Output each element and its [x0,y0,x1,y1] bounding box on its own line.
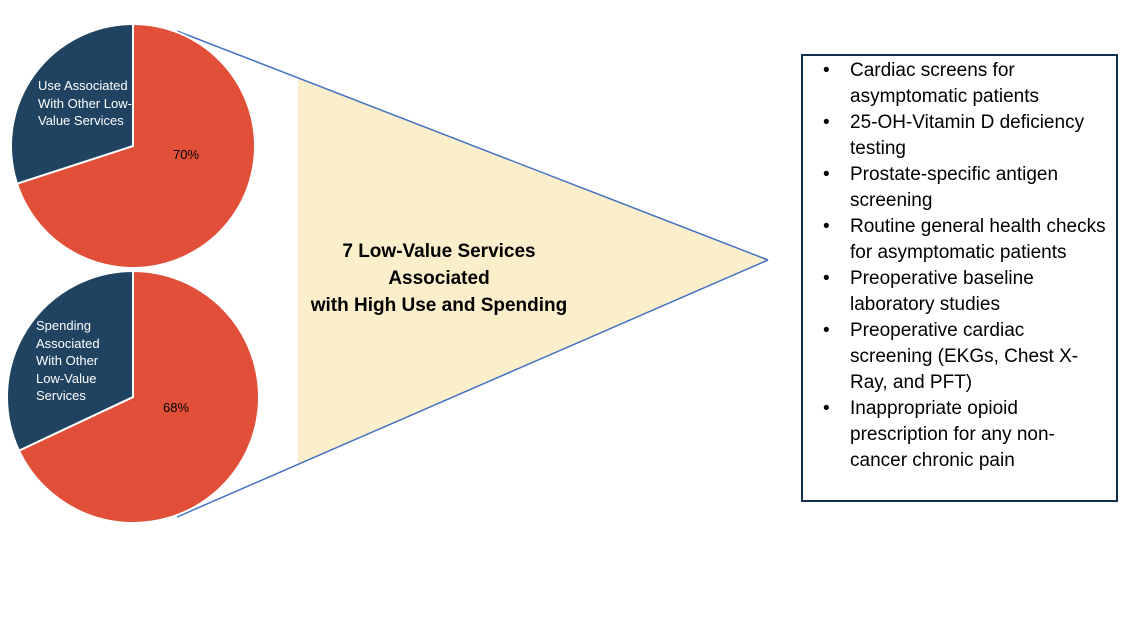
pie-value-label-use: 70% [172,147,200,162]
pie-slice-label-spending: Spending Associated With Other Low-Value… [36,318,100,403]
list-item: Inappropriate opioid prescription for an… [809,396,1106,474]
list-item: Prostate-specific antigen screening [809,162,1106,214]
arrow-title-line2: with High Use and Spending [310,295,568,316]
connector-line-bottom [176,259,769,518]
services-list-box: Cardiac screens for asymptomatic patient… [801,54,1118,502]
pie-chart-use [10,22,256,269]
list-item: Preoperative cardiac screening (EKGs, Ch… [809,318,1106,396]
list-item: Preoperative baseline laboratory studies [809,266,1106,318]
pie-slice [6,269,134,452]
arrow-title-line1: 7 Low-Value Services Associated [342,241,536,289]
list-item: Cardiac screens for asymptomatic patient… [809,58,1106,110]
arrow-title: 7 Low-Value Services Associated with Hig… [295,238,583,319]
list-item: 25-OH-Vitamin D deficiency testing [809,110,1106,162]
pie-slice-label-use: Use Associated With Other Low-Value Serv… [38,78,132,128]
services-list: Cardiac screens for asymptomatic patient… [809,58,1106,474]
arrow-triangle [298,78,768,464]
pie-slice [10,22,134,185]
list-item: Routine general health checks for asympt… [809,214,1106,266]
pie-value-label-spending: 68% [162,400,190,415]
connector-line-top [176,30,769,261]
pie-chart-spending [6,269,260,524]
pie-slice [17,269,260,524]
pie-slice [15,22,256,269]
